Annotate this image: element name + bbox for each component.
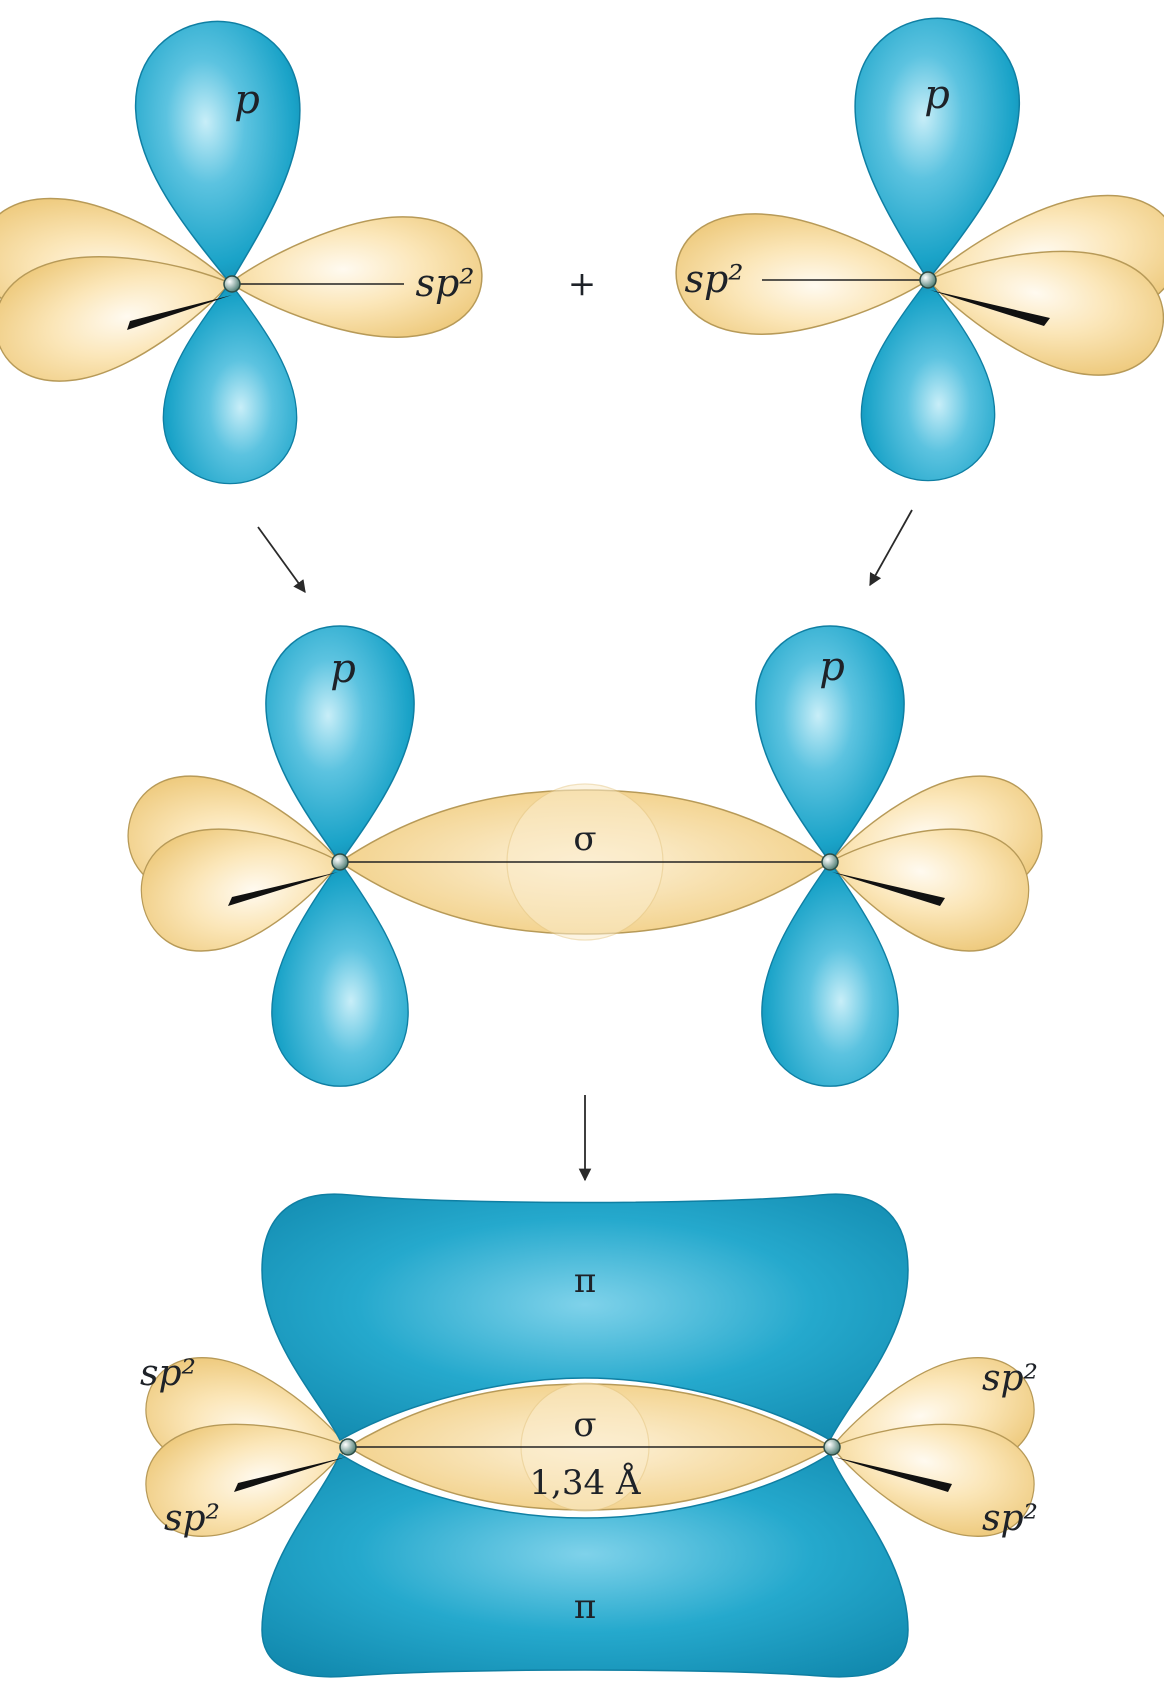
nucleus-right xyxy=(824,1439,840,1455)
pi-label-upper: π xyxy=(574,1261,596,1301)
sp2-label: sp² xyxy=(684,257,743,301)
bond-length-label: 1,34 Å xyxy=(529,1462,641,1503)
nucleus-left xyxy=(340,1439,356,1455)
p-label-right: p xyxy=(819,644,845,690)
pi-label-lower: π xyxy=(574,1587,596,1627)
p-label: p xyxy=(924,72,950,118)
nucleus xyxy=(224,276,240,292)
sigma-bond-stage: p p σ xyxy=(119,626,1052,1086)
sp2-label: sp² xyxy=(415,261,474,305)
sp2-label-bottom-right: sp² xyxy=(982,1498,1038,1539)
nucleus-left xyxy=(332,854,348,870)
double-bond-stage: π π σ 1,34 Å sp² sp² sp² sp² xyxy=(134,1194,1045,1677)
p-label: p xyxy=(234,77,260,123)
sp2-label-bottom-left: sp² xyxy=(164,1498,220,1539)
plus-sign: + xyxy=(568,264,597,304)
sigma-label: σ xyxy=(573,819,596,859)
sp2-label-top-right: sp² xyxy=(982,1358,1038,1399)
arrow-right xyxy=(870,510,912,585)
nucleus xyxy=(920,272,936,288)
carbon-atom-top-right: p sp² xyxy=(674,14,1164,481)
carbon-atom-top-left: p sp² xyxy=(0,16,484,484)
nucleus-right xyxy=(822,854,838,870)
sigma-label: σ xyxy=(573,1405,596,1445)
sp2-label-top-left: sp² xyxy=(140,1353,196,1394)
p-label-left: p xyxy=(330,646,356,692)
arrow-left xyxy=(258,527,305,592)
